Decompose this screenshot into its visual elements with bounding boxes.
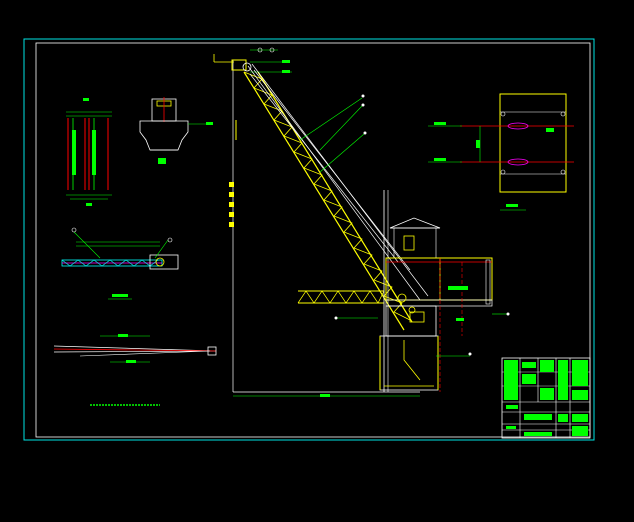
boom-elevation-detail — [53, 334, 217, 406]
rail-section-detail — [61, 227, 179, 300]
boom-upper-chord — [243, 71, 405, 331]
boom-lacing — [243, 71, 411, 321]
inner-frame — [35, 42, 591, 438]
crane-elevation — [213, 47, 510, 397]
plan-view-detail — [428, 93, 574, 211]
outer-frame — [23, 38, 595, 441]
pedestal-detail — [139, 97, 213, 164]
tower-building — [334, 190, 510, 392]
column-section-detail — [66, 98, 112, 206]
boom-lower-chord — [257, 71, 413, 323]
jib-truss — [297, 290, 385, 304]
title-block — [501, 357, 591, 439]
vertical-label-marks — [229, 182, 234, 227]
